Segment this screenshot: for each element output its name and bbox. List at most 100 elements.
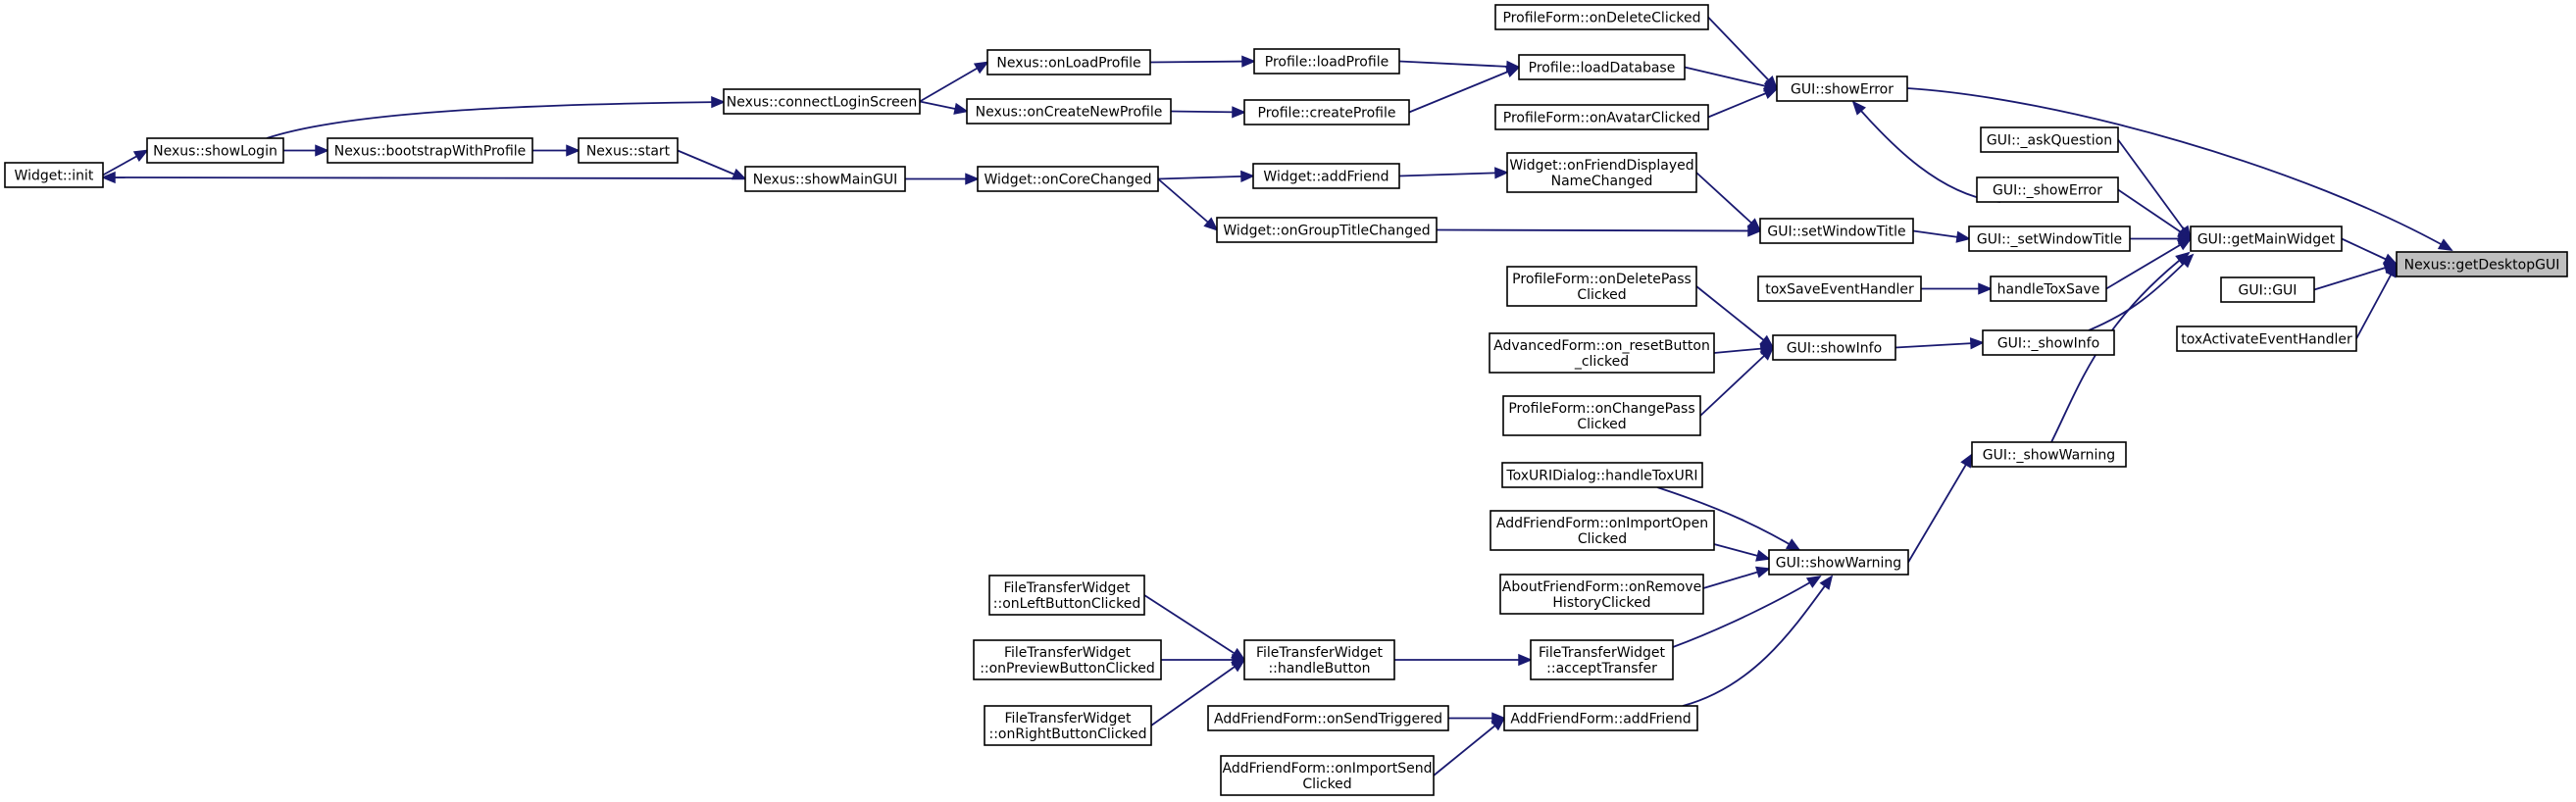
node-box xyxy=(1243,639,1395,680)
edge-accepttransfer-to-showwarning xyxy=(1672,575,1822,648)
node-box xyxy=(1757,276,1922,302)
node-label: ProfileForm::onDeletePass xyxy=(1512,272,1692,287)
edge-line xyxy=(2105,237,2192,290)
node-root[interactable]: Nexus::getDesktopGUI xyxy=(2396,251,2568,277)
node-nexusstart[interactable]: Nexus::start xyxy=(578,137,679,164)
node-label: AdvancedForm::on_resetButton xyxy=(1493,338,1710,354)
node-accepttransfer[interactable]: FileTransferWidget::acceptTransfer xyxy=(1530,639,1674,680)
node-label: Nexus::showMainGUI xyxy=(753,173,898,188)
node-label: Nexus::start xyxy=(586,144,671,160)
node-box xyxy=(2220,276,2315,303)
node-ondeleteclicked[interactable]: ProfileForm::onDeleteClicked xyxy=(1494,4,1709,30)
node-label: NameChanged xyxy=(1551,174,1653,189)
node-box xyxy=(1489,332,1715,374)
node-toxsave[interactable]: toxSaveEventHandler xyxy=(1757,276,1922,302)
node-showmaingui[interactable]: Nexus::showMainGUI xyxy=(744,166,906,192)
node-label: Nexus::connectLoginScreen xyxy=(727,95,917,111)
node-addfriendw[interactable]: Widget::addFriend xyxy=(1252,163,1400,189)
edge-line xyxy=(2313,263,2398,291)
edge-onrightbutton-to-handlebutton xyxy=(1150,658,1246,727)
edge-line xyxy=(1684,66,1778,90)
edge-arrowhead xyxy=(1759,346,1775,361)
edge-showlogin-to-connectloginscreen xyxy=(266,96,726,139)
node-onsendtriggered[interactable]: AddFriendForm::onSendTriggered xyxy=(1207,705,1449,731)
node-_showwarning[interactable]: GUI::_showWarning xyxy=(1971,441,2127,468)
node-label: ProfileForm::onAvatarClicked xyxy=(1503,111,1700,126)
node-loadprofile[interactable]: Profile::loadProfile xyxy=(1253,48,1400,75)
node-showerror[interactable]: GUI::showError xyxy=(1776,75,1908,102)
edge-onchangepass-to-showinfo xyxy=(1699,346,1775,417)
node-oncorechanged[interactable]: Widget::onCoreChanged xyxy=(977,166,1159,192)
node-widgetinit[interactable]: Widget::init xyxy=(4,162,104,188)
node-ongrouptitlechanged[interactable]: Widget::onGroupTitleChanged xyxy=(1216,217,1438,243)
node-onloadprofile[interactable]: Nexus::onLoadProfile xyxy=(986,49,1151,75)
node-bootstrap[interactable]: Nexus::bootstrapWithProfile xyxy=(327,137,533,164)
node-handlebutton[interactable]: FileTransferWidget::handleButton xyxy=(1243,639,1395,680)
node-handletoxsave[interactable]: handleToxSave xyxy=(1990,276,2107,302)
edge-onremovehistory-to-showwarning xyxy=(1702,566,1771,589)
edge-line xyxy=(2088,254,2194,331)
edge-oncreatenewprofile-to-createprofile xyxy=(1170,106,1246,119)
edge-arrowhead xyxy=(1232,106,1246,119)
edge-ondeleteclicked-to-showerror xyxy=(1707,16,1779,90)
node-guigui[interactable]: GUI::GUI xyxy=(2220,276,2315,303)
node-askquestion[interactable]: GUI::_askQuestion xyxy=(1980,126,2119,153)
edge-onimportsend-to-addfriendform xyxy=(1433,717,1506,777)
node-label: ToxURIDialog::handleToxURI xyxy=(1505,469,1697,484)
edge-toxsave-to-handletoxsave xyxy=(1921,282,1993,295)
node-oncreatenewprofile[interactable]: Nexus::onCreateNewProfile xyxy=(966,98,1172,125)
node-addfriendform[interactable]: AddFriendForm::addFriend xyxy=(1503,705,1698,731)
edge-onimportopen-to-showwarning xyxy=(1713,543,1771,562)
edge-createprofile-to-loaddatabase xyxy=(1408,66,1521,114)
edge-arrowhead xyxy=(132,149,149,163)
node-onrightbutton[interactable]: FileTransferWidget::onRightButtonClicked xyxy=(984,705,1152,746)
node-label: handleToxSave xyxy=(1997,282,2100,298)
edge-arrowhead xyxy=(1785,538,1801,552)
node-handletoxuri[interactable]: ToxURIDialog::handleToxURI xyxy=(1501,462,1703,488)
node-label: Nexus::showLogin xyxy=(153,144,278,160)
node-loaddatabase[interactable]: Profile::loadDatabase xyxy=(1518,54,1686,80)
edge-arrowhead xyxy=(1240,170,1255,183)
node-label: AddFriendForm::onImportOpen xyxy=(1496,516,1708,531)
edge-ongrouptitlechanged-to-setwindowtitle xyxy=(1436,225,1762,237)
edge-line xyxy=(1656,486,1800,551)
node-setwindowtitle[interactable]: GUI::setWindowTitle xyxy=(1759,218,1914,244)
node-createprofile[interactable]: Profile::createProfile xyxy=(1243,99,1410,125)
node-showwarning[interactable]: GUI::showWarning xyxy=(1768,549,1909,576)
node-_showerror[interactable]: GUI::_showError xyxy=(1976,176,2119,203)
node-box xyxy=(1772,334,1896,361)
node-onleftbutton[interactable]: FileTransferWidget::onLeftButtonClicked xyxy=(988,575,1145,616)
node-toxactivate[interactable]: toxActivateEventHandler xyxy=(2176,326,2357,352)
edge-arrowhead xyxy=(2176,237,2193,251)
node-box xyxy=(1501,462,1703,488)
node-box xyxy=(1253,48,1400,75)
node-label: ::handleButton xyxy=(1268,661,1370,677)
node-label: Widget::onGroupTitleChanged xyxy=(1223,224,1430,239)
edge-arrowhead xyxy=(1241,55,1256,68)
edge-line xyxy=(266,101,725,139)
node-showlogin[interactable]: Nexus::showLogin xyxy=(146,137,284,164)
edge-nexusstart-to-showmaingui xyxy=(677,149,747,180)
node-box xyxy=(986,49,1151,75)
edge-arrowhead xyxy=(1231,658,1246,673)
edge-loaddatabase-to-showerror xyxy=(1684,66,1779,92)
node-label: FileTransferWidget xyxy=(1004,711,1132,727)
node-connectloginscreen[interactable]: Nexus::connectLoginScreen xyxy=(723,88,921,115)
node-showinfo[interactable]: GUI::showInfo xyxy=(1772,334,1896,361)
edge-arrowhead xyxy=(101,171,116,184)
edge-line xyxy=(1157,177,1218,231)
node-_showinfo[interactable]: GUI::_showInfo xyxy=(1982,329,2115,356)
node-layer: Nexus::getDesktopGUIGUI::getMainWidgetGU… xyxy=(4,4,2568,796)
node-onresetbutton[interactable]: AdvancedForm::on_resetButton_clicked xyxy=(1489,332,1715,374)
node-getmainwidget[interactable]: GUI::getMainWidget xyxy=(2190,226,2343,252)
node-onpreviewbutton[interactable]: FileTransferWidget::onPreviewButtonClick… xyxy=(973,639,1162,680)
node-onavatarclicked[interactable]: ProfileForm::onAvatarClicked xyxy=(1494,104,1709,130)
node-_setwindowtitle[interactable]: GUI::_setWindowTitle xyxy=(1968,226,2131,252)
